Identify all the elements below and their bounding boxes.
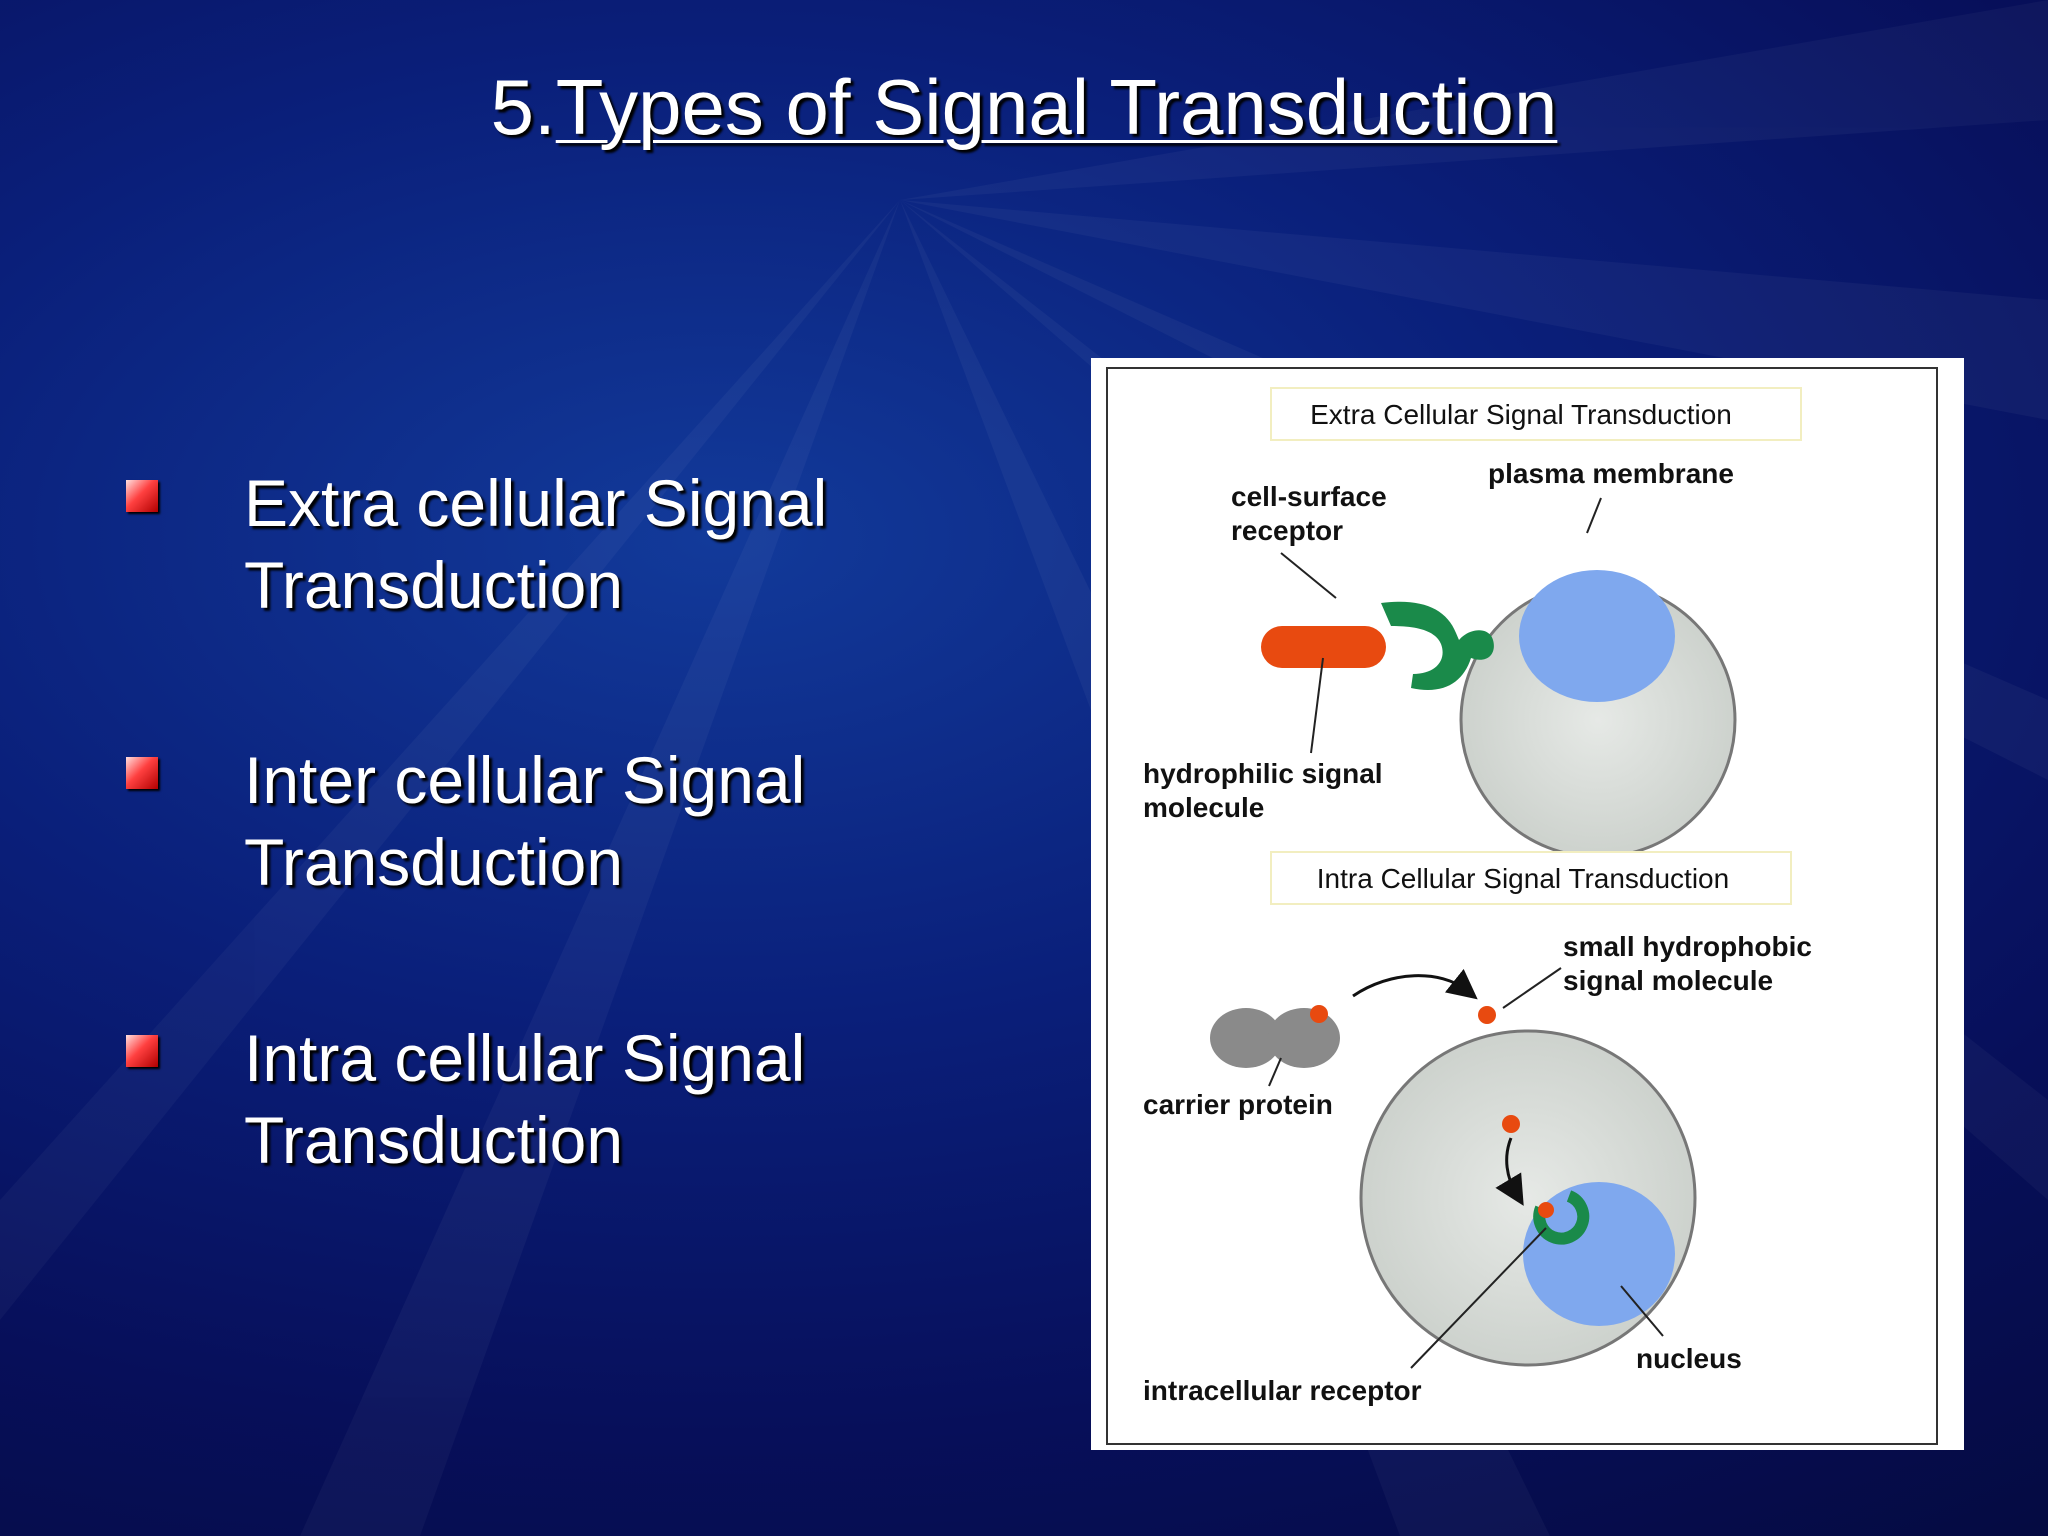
bullet-text: Extra cellular Signal Transduction [244, 466, 828, 622]
intracellular-receptor-shape [1533, 1190, 1590, 1245]
bullet-marker-icon [126, 1035, 158, 1067]
nuclear-arrow-icon [1495, 1137, 1524, 1206]
receptor-shape [1381, 601, 1494, 690]
free-signal-dot [1478, 1006, 1496, 1024]
bullet-marker-icon [126, 757, 158, 789]
plasma-membrane-label: plasma membrane [1488, 458, 1734, 489]
transport-arrow-icon [1352, 968, 1478, 1000]
top-caption-box [1270, 387, 1802, 441]
bullet-text: Inter cellular Signal Transduction [244, 743, 806, 899]
figure-frame [1106, 367, 1938, 1445]
cytoplasm-signal-dot [1502, 1115, 1520, 1133]
hydrophilic-label: hydrophilic signal [1143, 758, 1383, 789]
hydrophilic-label-2: molecule [1143, 792, 1264, 823]
title-text: Types of Signal Transduction [555, 63, 1558, 151]
nucleus-shape [1519, 570, 1675, 702]
signal-transduction-figure: Extra Cellular Signal Transduction plasm… [1091, 358, 1964, 1450]
intracellular-receptor-label: intracellular receptor [1143, 1375, 1422, 1406]
carrier-lobe-left [1210, 1008, 1282, 1068]
nucleus-pointer [1620, 1285, 1664, 1337]
bullet-text: Intra cellular Signal Transduction [244, 1021, 806, 1177]
carrier-lobe-right [1268, 1008, 1340, 1068]
hydrophilic-signal-shape [1261, 626, 1386, 668]
cell-surface-receptor-label-2: receptor [1231, 515, 1343, 546]
small-hydrophobic-label-2: signal molecule [1563, 965, 1773, 996]
carrier-protein-label: carrier protein [1143, 1089, 1333, 1120]
slide-title: 5.Types of Signal Transduction [0, 62, 2048, 152]
nucleus-label: nucleus [1636, 1343, 1742, 1374]
bound-signal-dot [1310, 1005, 1328, 1023]
top-caption: Extra Cellular Signal Transduction [1310, 399, 1732, 430]
receptor-bound-dot [1538, 1202, 1554, 1218]
small-hydrophobic-label: small hydrophobic [1563, 931, 1812, 962]
receptor-pointer [1280, 552, 1337, 599]
hydrophobic-pointer [1502, 967, 1562, 1009]
cell-surface-receptor-label: cell-surface [1231, 481, 1387, 512]
title-number: 5. [490, 63, 556, 151]
carrier-pointer [1268, 1057, 1282, 1087]
bottom-caption: Intra Cellular Signal Transduction [1317, 863, 1729, 894]
bullet-marker-icon [126, 480, 158, 512]
bottom-caption-box [1270, 851, 1792, 905]
nucleus-shape-lower [1523, 1182, 1675, 1326]
hydrophilic-pointer [1310, 657, 1324, 754]
intracellular-pointer [1410, 1227, 1547, 1369]
plasma-membrane-pointer [1586, 497, 1602, 534]
figure-diagram: Extra Cellular Signal Transduction plasm… [1106, 367, 1938, 1445]
